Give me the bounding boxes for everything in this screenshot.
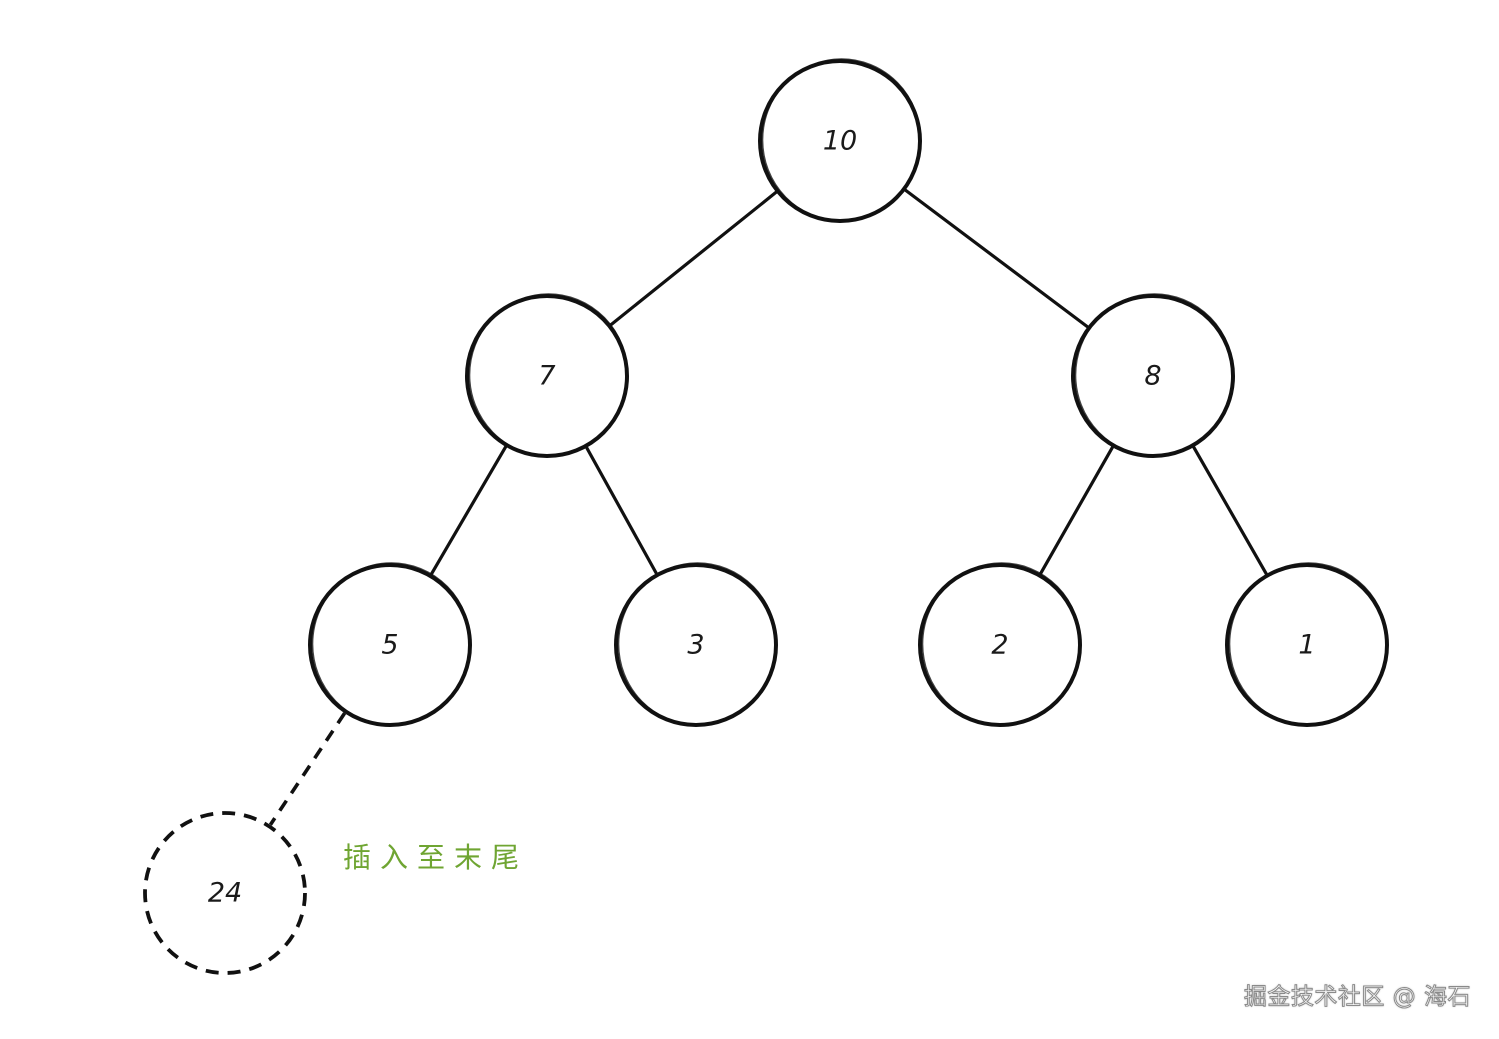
- node-circle-sketch: [311, 562, 472, 726]
- node-circle-sketch: [921, 562, 1082, 726]
- nodes-layer: 10 7 8 5 3 2 1 24: [143, 58, 1389, 975]
- edge-n8-n1: [1192, 445, 1268, 576]
- node-label: 2: [991, 630, 1008, 661]
- tree-node-7: 7: [465, 293, 629, 458]
- edge-n7-n5: [429, 445, 508, 576]
- node-circle-sketch: [761, 58, 922, 222]
- edge-n10-n7: [609, 190, 778, 327]
- node-label: 5: [381, 630, 398, 661]
- edges-layer: [268, 188, 1268, 826]
- node-circle-sketch: [1228, 562, 1389, 726]
- node-label: 8: [1144, 361, 1161, 392]
- edge-n5-n24: [268, 712, 347, 826]
- node-label: 10: [823, 126, 857, 157]
- node-label: 1: [1298, 630, 1315, 661]
- edge-n10-n8: [903, 188, 1090, 329]
- tree-node-8: 8: [1071, 293, 1235, 458]
- watermark: 掘金技术社区 @ 海石: [1243, 984, 1471, 1011]
- node-circle-sketch: [468, 293, 629, 457]
- tree-node-1: 1: [1225, 562, 1389, 727]
- tree-node-24: 24: [143, 811, 307, 975]
- node-circle-sketch: [1074, 293, 1235, 457]
- edge-n7-n3: [585, 446, 658, 575]
- tree-node-3: 3: [614, 562, 778, 727]
- node-label: 24: [208, 878, 242, 909]
- node-circle-sketch: [617, 562, 778, 726]
- node-circle: [143, 811, 307, 975]
- tree-node-5: 5: [308, 562, 472, 727]
- node-label: 7: [538, 361, 555, 392]
- tree-node-10: 10: [758, 58, 922, 223]
- node-label: 3: [687, 630, 704, 661]
- edge-n8-n2: [1038, 445, 1115, 576]
- insert-at-end-annotation: 插入至末尾: [343, 841, 528, 874]
- tree-node-2: 2: [918, 562, 1082, 727]
